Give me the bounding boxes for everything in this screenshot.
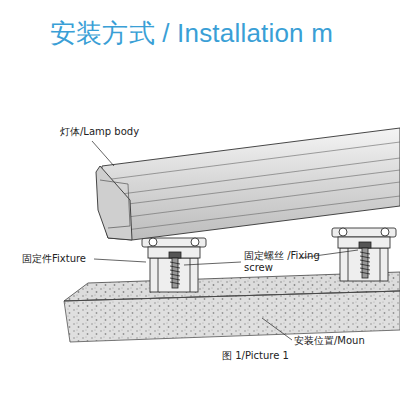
lamp-body: [96, 128, 400, 240]
figure-caption: 图 1/Picture 1: [222, 350, 289, 362]
part-label: 固定螺丝 /Fixing screw: [244, 250, 324, 274]
leader-line: [92, 141, 358, 340]
fixing-screw: [359, 242, 371, 278]
part-label: 安装位置/Moun: [294, 335, 365, 347]
part-label: 固定件Fixture: [22, 253, 86, 265]
mounting-slab: [64, 272, 400, 342]
fixture-bracket: [142, 238, 206, 292]
part-label: 灯体/Lamp body: [60, 126, 139, 138]
fixing-screw: [169, 252, 181, 288]
fixture-bracket: [332, 228, 396, 281]
page-title: 安装方式 / Installation m: [50, 18, 333, 49]
